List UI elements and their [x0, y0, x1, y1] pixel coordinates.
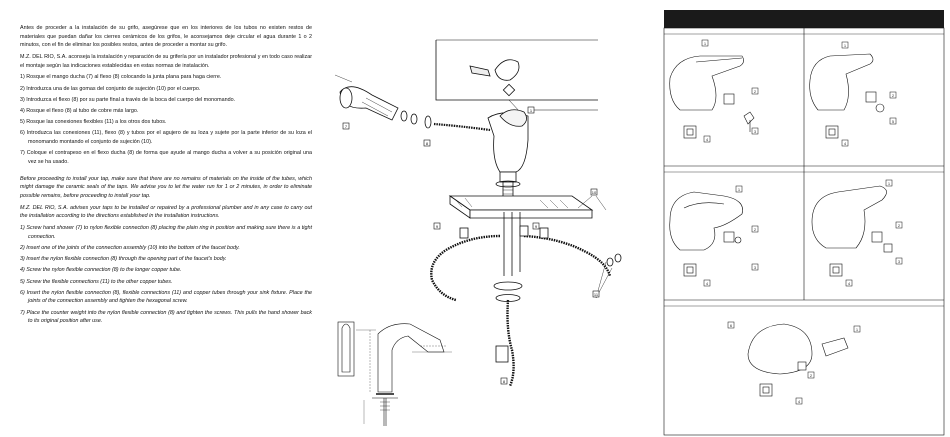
panel-header-bar: [664, 10, 944, 28]
parts-set-5: [747, 323, 849, 397]
rp-callout-3c: 3: [754, 266, 756, 270]
faucet-exploded-diagram: [334, 39, 622, 387]
intro-es: Antes de proceder a la instalación de su…: [20, 25, 312, 49]
step-en-3: 3) Insert the nylon flexible connection …: [20, 256, 227, 263]
note-es: M.Z. DEL RIO, S.A. aconseja la instalaci…: [20, 53, 312, 69]
rp-callout-1e: 1: [856, 328, 858, 332]
rp-callout-4b: 4: [844, 142, 846, 146]
rp-callout-6: 6: [730, 324, 732, 328]
parts-set-2: [809, 53, 885, 139]
rp-callout-2: 2: [754, 90, 756, 94]
nylon-hose-lower: [506, 299, 515, 387]
rp-callout-2b: 2: [892, 94, 894, 98]
step-es-7: 7) Coloque el contrapeso en el flexo duc…: [20, 150, 312, 165]
lever-part: [469, 65, 491, 77]
rp-callout-3: 3: [754, 130, 756, 134]
callout-11: 11: [594, 292, 599, 297]
rp-callout-2d: 2: [898, 224, 900, 228]
callout-1-center: 1: [530, 108, 533, 113]
instructions-text: Antes de proceder a la instalación de su…: [20, 24, 312, 328]
callout-8b: 8: [503, 379, 506, 384]
step-es-5: 5) Rosque las conexiones flexibles (11) …: [20, 119, 167, 126]
spare-parts-panel: 1 2 3 4 1 2 5 4 1 2 3 4 1 2 3 4 6 1 2 4: [663, 10, 945, 436]
rp-callout-4e: 4: [798, 400, 800, 404]
rp-callout-2c: 2: [754, 228, 756, 232]
callout-10: 10: [592, 190, 597, 195]
flexible-hose-left: [430, 234, 501, 302]
parts-set-1: [669, 55, 755, 139]
step-en-4: 4) Screw the nylon flexible connection (…: [20, 267, 182, 274]
rp-callout-4: 4: [706, 138, 708, 142]
step-es-4: 4) Rosque el flexo (8) al tubo de cobre …: [20, 107, 139, 114]
rp-callout-5: 5: [892, 120, 894, 124]
mounting-ring: [493, 281, 523, 291]
dimension-drawing: [337, 321, 452, 426]
callout-7: 7: [345, 124, 348, 129]
rp-callout-3d: 3: [898, 260, 900, 264]
rp-callout-4c: 4: [706, 282, 708, 286]
step-en-5: 5) Screw the flexible connections (11) t…: [20, 278, 173, 285]
sink-counter: [448, 195, 594, 211]
side-view-frame: [337, 321, 355, 377]
flexible-hose-right: [523, 234, 612, 277]
rp-callout-1d: 1: [888, 182, 890, 186]
step-en-2: 2) Insert one of the joints of the conne…: [20, 244, 240, 251]
parts-set-4: [811, 185, 893, 277]
faucet-front-view: [377, 323, 445, 393]
parts-set-3: [669, 191, 743, 277]
rp-callout-1: 1: [704, 42, 706, 46]
step-en-1: 1) Screw hand shower (7) to nylon flexib…: [20, 225, 312, 240]
step-en-7: 7) Place the counter weight into the nyl…: [20, 309, 312, 325]
inset-frame: [435, 40, 598, 101]
cap-part: [494, 59, 520, 81]
step-es-3: 3) Introduzca el flexo (8) por su parte …: [20, 96, 236, 103]
counter-weight: [495, 345, 509, 363]
intro-en: Before proceeding to install your tap, m…: [20, 175, 312, 200]
note-en: M.Z. DEL RIO, S.A. advises your taps to …: [20, 204, 312, 220]
callout-8: 8: [426, 141, 429, 146]
callout-9: 9: [436, 224, 439, 229]
rp-callout-1b: 1: [844, 44, 846, 48]
callout-9b: 9: [535, 224, 538, 229]
rp-callout-1c: 1: [738, 188, 740, 192]
step-en-6: 6) Insert the nylon flexible connection …: [20, 289, 312, 305]
step-es-1: 1) Rosque el mango ducha (7) al flexo (8…: [20, 74, 222, 81]
rp-callout-4d: 4: [848, 282, 850, 286]
step-es-6: 6) Introduzca las conexiones (11), flexo…: [20, 130, 312, 145]
rp-callout-2e: 2: [810, 374, 812, 378]
step-es-2: 2) Introduzca una de las gomas del conju…: [20, 85, 201, 92]
